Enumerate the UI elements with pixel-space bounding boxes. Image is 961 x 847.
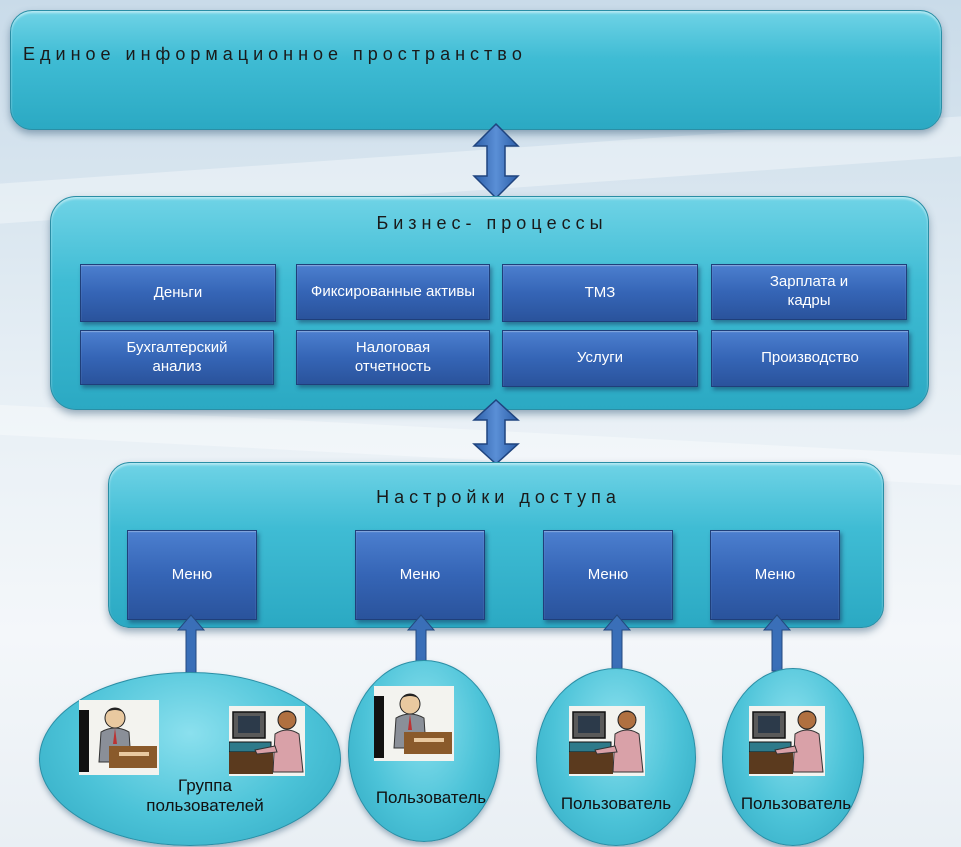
- person-at-desk-icon: [79, 700, 159, 775]
- process-tax-reporting[interactable]: Налоговая отчетность: [296, 330, 490, 385]
- business-processes-title: Б и з н е с - п р о ц е с с ы: [376, 213, 603, 233]
- menu-button-1[interactable]: Меню: [127, 530, 257, 620]
- process-production[interactable]: Производство: [711, 330, 909, 387]
- process-money[interactable]: Деньги: [80, 264, 276, 322]
- process-accounting-analysis[interactable]: Бухгалтерский анализ: [80, 330, 274, 385]
- menu-button-4[interactable]: Меню: [710, 530, 840, 620]
- up-arrow-icon: [176, 614, 206, 678]
- user-group-label: Группа пользователей: [146, 776, 264, 816]
- user-node-2[interactable]: [536, 668, 696, 846]
- process-inventory[interactable]: ТМЗ: [502, 264, 698, 322]
- process-payroll[interactable]: Зарплата и кадры: [711, 264, 907, 320]
- up-arrow-icon: [406, 614, 436, 664]
- process-services[interactable]: Услуги: [502, 330, 698, 387]
- unified-information-space-title: Е д и н о е и н ф о р м а ц и о н н о е …: [23, 44, 522, 64]
- process-fixed-assets[interactable]: Фиксированные активы: [296, 264, 490, 320]
- up-arrow-icon: [602, 614, 632, 672]
- person-at-computer-icon: [229, 706, 305, 776]
- menu-button-3[interactable]: Меню: [543, 530, 673, 620]
- menu-button-2[interactable]: Меню: [355, 530, 485, 620]
- user-label-3: Пользователь: [740, 794, 852, 813]
- double-arrow-icon: [472, 122, 520, 200]
- double-arrow-icon: [472, 398, 520, 466]
- up-arrow-icon: [762, 614, 792, 672]
- user-label-2: Пользователь: [560, 794, 672, 813]
- access-settings-title: Н а с т р о й к и д о с т у п а: [376, 487, 616, 507]
- person-at-computer-icon: [749, 706, 825, 776]
- person-at-computer-icon: [569, 706, 645, 776]
- person-at-desk-icon: [374, 686, 454, 761]
- unified-information-space-panel: Е д и н о е и н ф о р м а ц и о н н о е …: [10, 10, 942, 130]
- user-label-1: Пользователь: [375, 788, 487, 807]
